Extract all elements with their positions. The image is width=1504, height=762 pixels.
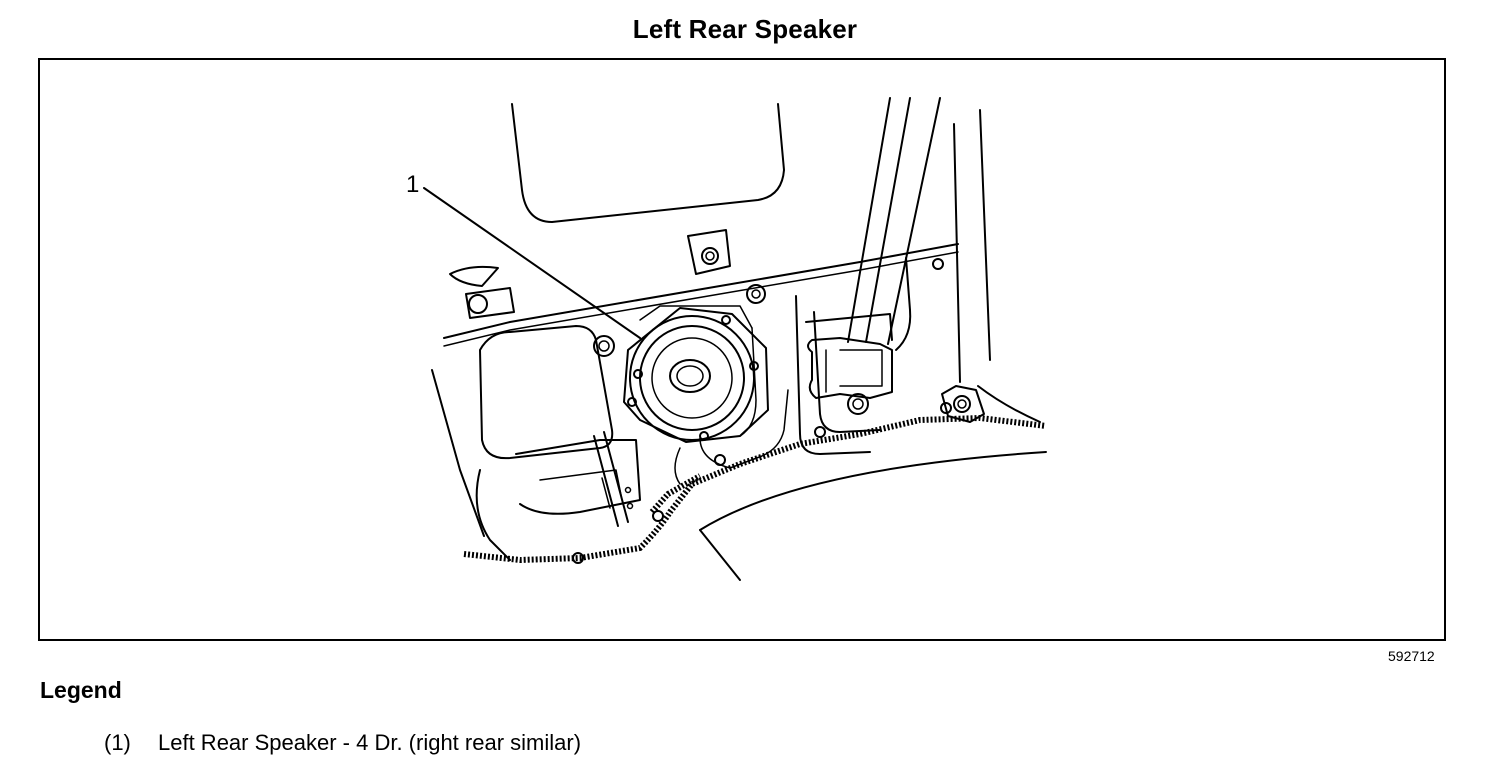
seat-belt [847,97,891,343]
left-clip-upper [449,265,499,287]
figure-id: 592712 [1388,648,1435,664]
right-anchor [940,385,985,423]
callout-label-1: 1 [406,171,419,198]
legend-heading: Legend [40,677,122,703]
legend-item: (1) Left Rear Speaker - 4 Dr. (right rea… [104,730,581,756]
belt-retractor [807,337,893,415]
speaker-illustration: 1 [406,97,1047,581]
left-panel-cavity [479,325,614,460]
speaker-assembly [623,305,769,443]
page-title: Left Rear Speaker [632,14,858,44]
fastener [593,335,615,357]
fastener [746,284,766,304]
callout-leader-1 [423,187,641,339]
diagram-frame: 1 [38,58,1446,641]
upper-trim-edge [443,243,959,339]
left-clip-lower [465,287,515,319]
upper-mount-bracket [687,229,731,275]
vertical-rod [593,435,619,527]
legend-item-text: Left Rear Speaker - 4 Dr. (right rear si… [158,730,582,755]
legend-item-number: (1) [104,730,131,755]
rear-window-opening [511,103,785,223]
wire-harness [463,414,1047,564]
